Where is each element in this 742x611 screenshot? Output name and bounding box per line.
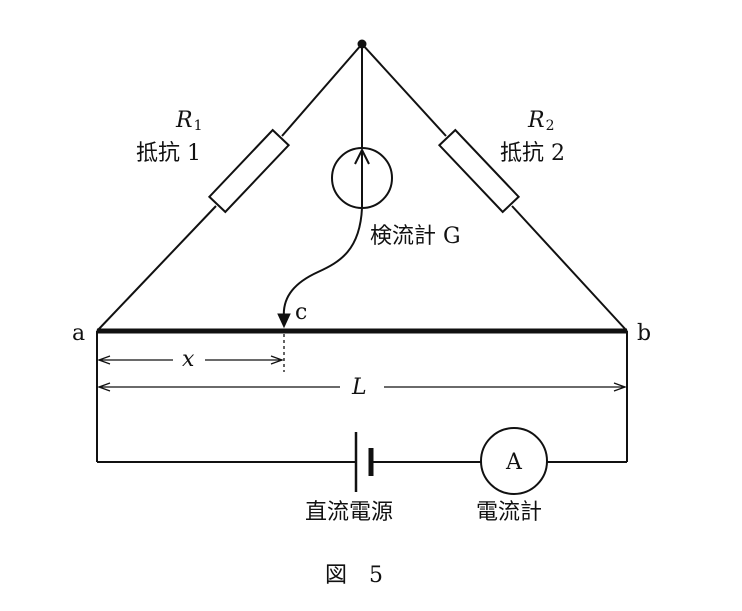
- resistor-2: [437, 128, 521, 214]
- dimension-x: [97, 355, 284, 365]
- ammeter-circle: [480, 427, 548, 495]
- ammeter-symbol: A: [505, 450, 523, 475]
- dc-source: [354, 432, 374, 492]
- point-c-label: c: [295, 300, 307, 325]
- dc-source-label: 直流電源: [305, 500, 393, 525]
- resistor-1: [207, 128, 291, 214]
- contact-arrowhead: [277, 313, 291, 329]
- point-a-label: a: [72, 321, 85, 346]
- distance-x-label: x: [182, 347, 195, 372]
- ammeter-label: 電流計: [476, 500, 542, 525]
- galvanometer-label: 検流計 G: [370, 224, 461, 249]
- dimension-L: [97, 382, 627, 392]
- sliding-contact-wire: [282, 207, 363, 319]
- point-b-label: b: [637, 321, 651, 346]
- r1-name: 抵抗 1: [136, 141, 201, 166]
- galvanometer: [331, 147, 393, 209]
- junction-dot: [357, 39, 367, 49]
- r2-name: 抵抗 2: [500, 141, 565, 166]
- bridge-wires: [96, 43, 628, 463]
- r2-label: R2: [527, 108, 555, 134]
- r1-label: R1: [175, 108, 203, 134]
- length-L-label: L: [351, 375, 367, 400]
- figure-caption: 図 5: [325, 563, 383, 588]
